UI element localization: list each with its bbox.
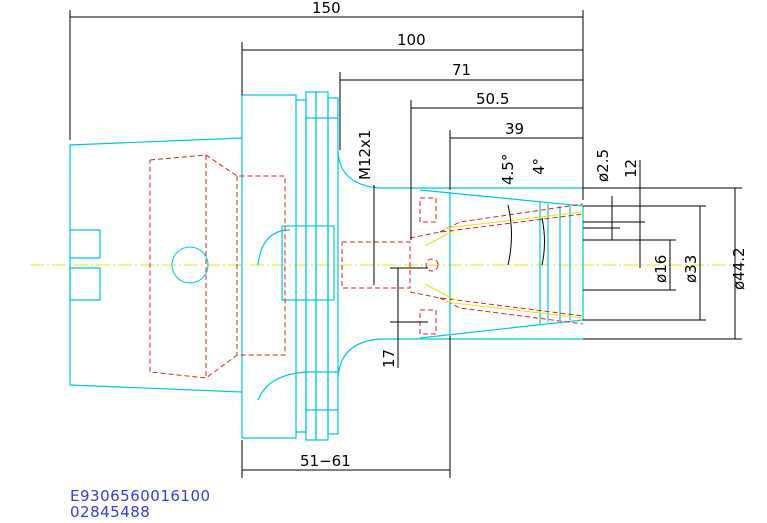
dim-dia-16: ø16	[652, 255, 670, 283]
dim-angle-inner: 4°	[530, 158, 548, 175]
dim-dia-33: ø33	[682, 255, 700, 283]
dim-bore-17: 17	[380, 349, 398, 368]
collet-outline	[424, 211, 584, 319]
dim-adjust-range: 51−61	[300, 452, 351, 470]
dim-collet-length: 50.5	[476, 90, 509, 108]
dim-overall-length: 150	[312, 0, 341, 17]
dim-dia-12: 12	[622, 159, 640, 178]
hidden-lines	[149, 154, 584, 379]
dim-nut-length: 71	[452, 61, 471, 79]
dimension-lines	[69, 10, 742, 478]
dim-angle-outer: 4.5°	[499, 154, 517, 185]
dim-dia-44: ø44.2	[730, 247, 748, 290]
dim-dia-small: ø2.5	[594, 149, 612, 182]
dim-gauge-length: 100	[397, 31, 426, 49]
article-number: E9306560016100	[70, 487, 211, 505]
dim-thread: M12x1	[356, 130, 374, 180]
dim-nose-length: 39	[505, 120, 524, 138]
secondary-number: 02845488	[70, 503, 151, 521]
tool-holder-outline	[69, 91, 584, 441]
